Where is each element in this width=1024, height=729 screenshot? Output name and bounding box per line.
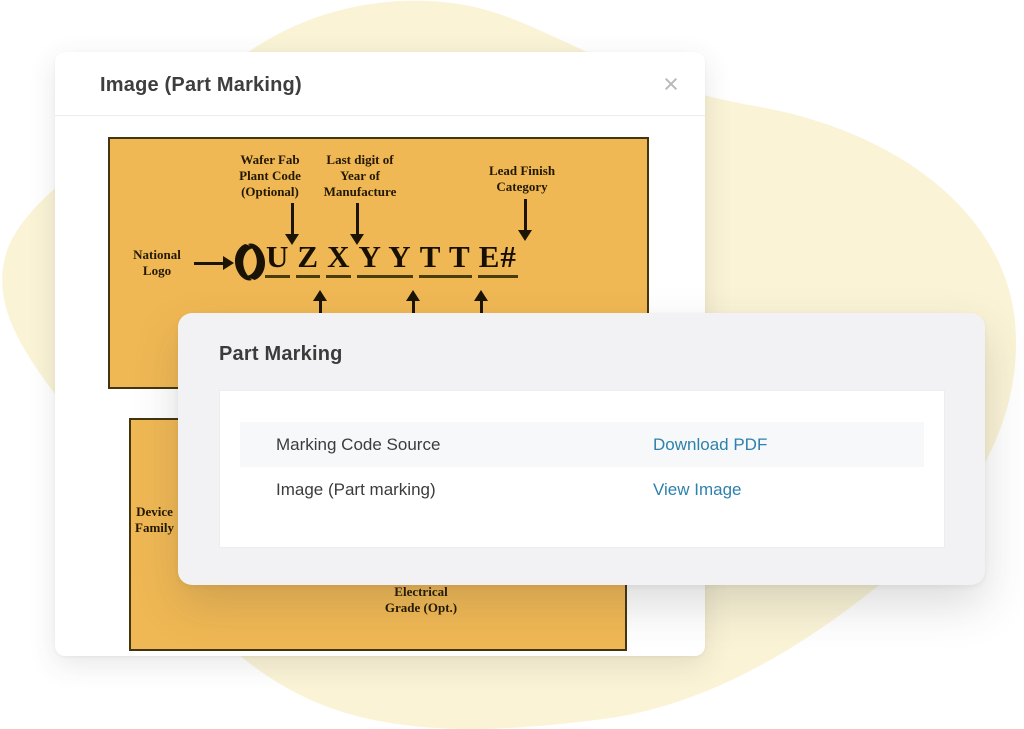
national-logo-label: National Logo [133,247,181,278]
marking-unit: T T [418,241,472,278]
down-arrow-icon [285,203,299,245]
device-family-label: Device Family [135,504,174,535]
table-row-image-part-marking: Image (Part marking) View Image [240,467,924,512]
marking-unit: U [265,241,291,278]
part-marking-popover: Part Marking Marking Code Source Downloa… [178,313,985,585]
down-arrow-icon [350,203,364,245]
national-semiconductor-logo-icon [234,243,266,281]
popover-title: Part Marking [219,343,343,365]
view-image-link[interactable]: View Image [653,479,742,499]
electrical-grade-label: Electrical Grade (Opt.) [384,584,458,615]
marking-unit: E# [477,241,518,278]
close-icon[interactable]: × [663,68,679,99]
popover-panel: Marking Code Source Download PDF Image (… [219,390,945,548]
marking-unit: Z [296,241,321,278]
marking-unit: X [326,241,352,278]
right-arrow-icon [194,256,234,270]
header-divider [55,115,705,116]
popover-rows: Marking Code Source Download PDF Image (… [240,422,924,512]
lead-finish-category-label: Lead Finish Category [488,163,556,194]
modal-header: Image (Part Marking) × [55,52,705,115]
down-arrow-icon [518,199,532,241]
wafer-fab-plant-code-label: Wafer Fab Plant Code (Optional) [239,152,301,199]
row-label: Marking Code Source [276,434,441,454]
table-row-marking-code-source: Marking Code Source Download PDF [240,422,924,467]
marking-unit: Y Y [357,241,413,278]
last-digit-year-label: Last digit of Year of Manufacture [323,152,397,199]
modal-title: Image (Part Marking) [100,74,302,96]
row-label: Image (Part marking) [276,479,436,499]
download-pdf-link[interactable]: Download PDF [653,434,768,454]
marking-code-row: U Z X Y Y T T E# [265,241,518,278]
